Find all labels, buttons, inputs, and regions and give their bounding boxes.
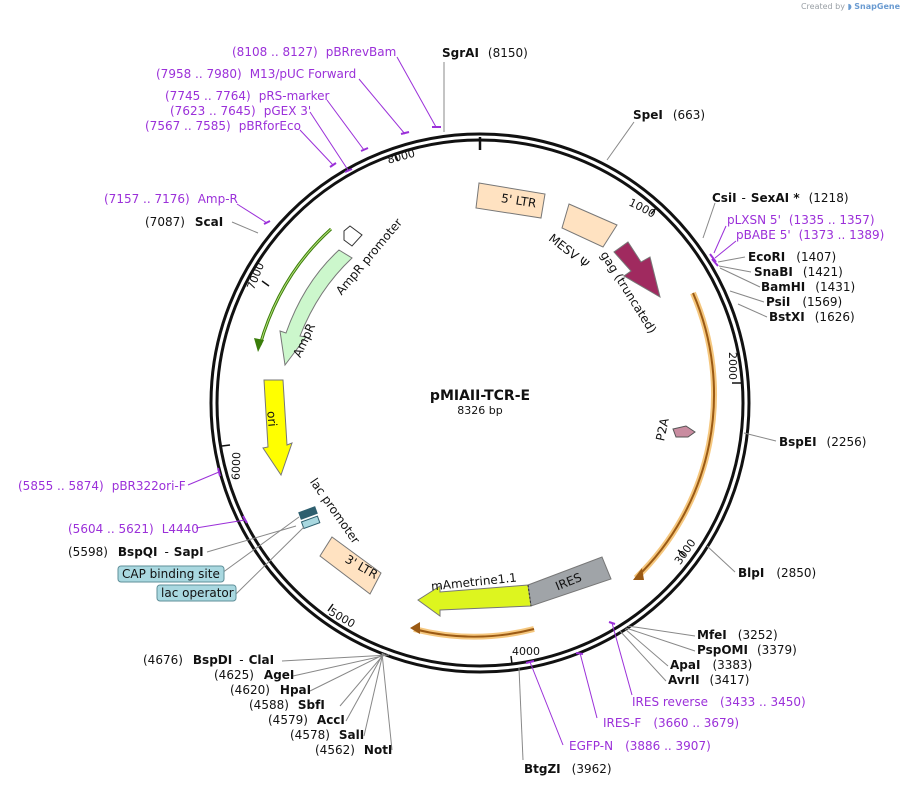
site-scai[interactable]: (7087)ScaI [145, 215, 223, 229]
site-bstxi[interactable]: BstXI(1626) [769, 310, 855, 324]
site-hpai[interactable]: (4620)HpaI [230, 683, 311, 697]
feature-tcr-line[interactable] [635, 292, 716, 579]
feature-lower-arrowhead [410, 622, 420, 634]
feature-tcr-arrowhead [633, 568, 644, 580]
primer-pgex-3[interactable]: (7623 .. 7645)pGEX 3' [170, 104, 311, 118]
snapgene-logo-icon: ◗ [847, 2, 852, 11]
tick-label-3000: 3000 [672, 537, 699, 567]
feature-ampr-promoter[interactable] [343, 225, 363, 247]
site-blpi[interactable]: BlpI(2850) [738, 566, 816, 580]
site-sbfi[interactable]: (4588)SbfI [249, 698, 325, 712]
site-sali[interactable]: (4578)SalI [290, 728, 364, 742]
primer-pbr322ori-f[interactable]: (5855 .. 5874)pBR322ori-F [18, 479, 186, 493]
credit-brand: SnapGene [854, 2, 900, 11]
site-bamhi[interactable]: BamHI(1431) [761, 280, 855, 294]
feature-ampr[interactable] [279, 249, 353, 367]
primer-plxsn-5[interactable]: pLXSN 5'(1335 .. 1357) [727, 213, 875, 227]
feature-lower-line[interactable] [413, 628, 535, 638]
site-bspei[interactable]: BspEI(2256) [779, 435, 866, 449]
site-apai[interactable]: ApaI(3383) [670, 658, 752, 672]
plasmid-name: pMIAII-TCR-E [430, 388, 530, 404]
site-noti[interactable]: (4562)NotI [315, 743, 392, 757]
feature-p2a[interactable] [672, 425, 696, 438]
site-ecori[interactable]: EcoRI(1407) [748, 250, 836, 264]
site-bspqi[interactable]: (5598)BspQI-SapI [68, 545, 204, 559]
site-agei[interactable]: (4625)AgeI [214, 668, 294, 682]
primer-prs-marker[interactable]: (7745 .. 7764)pRS-marker [165, 89, 329, 103]
primer-egfp-n[interactable]: EGFP-N(3886 .. 3907) [569, 739, 711, 753]
site-sgrai[interactable]: SgrAI(8150) [442, 46, 528, 60]
primer-l4440[interactable]: (5604 .. 5621)L4440 [68, 522, 199, 536]
feature-5ltr[interactable] [475, 182, 546, 219]
primer-pbabe-5[interactable]: pBABE 5'(1373 .. 1389) [736, 228, 884, 242]
feature-ampr-line-glow [259, 228, 332, 346]
cap-binding-site-label: CAP binding site [122, 567, 220, 581]
tick-label-6000: 6000 [229, 452, 243, 480]
feature-p2a-label: P2A [653, 416, 672, 442]
plasmid-length: 8326 bp [457, 404, 502, 417]
backbone-outer-ring [209, 132, 751, 674]
primer-marks [217, 126, 719, 664]
feature-lac-operator[interactable] [300, 515, 321, 530]
feature-ori-label: ori [264, 410, 279, 427]
site-csii[interactable]: CsiI-SexAI *(1218) [712, 191, 849, 205]
credit-prefix: Created by [800, 2, 845, 11]
feature-mametrine-junction [527, 584, 532, 607]
site-mfei[interactable]: MfeI(3252) [697, 628, 778, 642]
site-spei[interactable]: SpeI(663) [633, 108, 705, 122]
tick-label-2000: 2000 [726, 352, 739, 380]
snapgene-credit: Created by ◗ SnapGene [801, 2, 900, 11]
feature-ori[interactable] [262, 379, 293, 477]
primer-m13-puc-forward[interactable]: (7958 .. 7980)M13/pUC Forward [156, 67, 356, 81]
site-snabi[interactable]: SnaBI(1421) [754, 265, 843, 279]
tick-marks [221, 153, 741, 665]
site-avrii[interactable]: AvrII(3417) [668, 673, 749, 687]
tick-label-1000: 1000 [627, 196, 658, 221]
site-acci[interactable]: (4579)AccI [268, 713, 345, 727]
primer-pbrforeco[interactable]: (7567 .. 7585)pBRforEco [145, 119, 301, 133]
primer-pbrrevbam[interactable]: (8108 .. 8127)pBRrevBam [232, 45, 396, 59]
feature-cap-site[interactable] [298, 506, 318, 520]
primer-leader-lines [187, 56, 737, 746]
site-bspdi[interactable]: (4676)BspDI-ClaI [143, 653, 274, 667]
feature-mametrine[interactable] [417, 584, 532, 617]
cap-binding-site-box[interactable] [117, 565, 225, 583]
primer-ires-f[interactable]: IRES-F(3660 .. 3679) [603, 716, 739, 730]
site-leader-lines [206, 62, 777, 761]
lac-operator-box[interactable] [156, 584, 237, 602]
feature-gag[interactable] [613, 241, 661, 299]
primer-amp-r[interactable]: (7157 .. 7176)Amp-R [104, 192, 238, 206]
feature-3ltr[interactable] [319, 536, 382, 595]
site-pspomi[interactable]: PspOMI(3379) [697, 643, 797, 657]
feature-ampr-line-arrowhead [254, 338, 264, 352]
feature-5ltr-label: 5' LTR [500, 191, 537, 210]
site-btgzi[interactable]: BtgZI(3962) [524, 762, 612, 776]
primer-ires-reverse[interactable]: IRES reverse(3433 .. 3450) [632, 695, 806, 709]
tick-label-4000: 4000 [512, 645, 540, 658]
lac-operator-label: lac operator [161, 586, 234, 600]
site-psii[interactable]: PsiI(1569) [766, 295, 842, 309]
feature-mesv-box[interactable] [561, 203, 618, 248]
